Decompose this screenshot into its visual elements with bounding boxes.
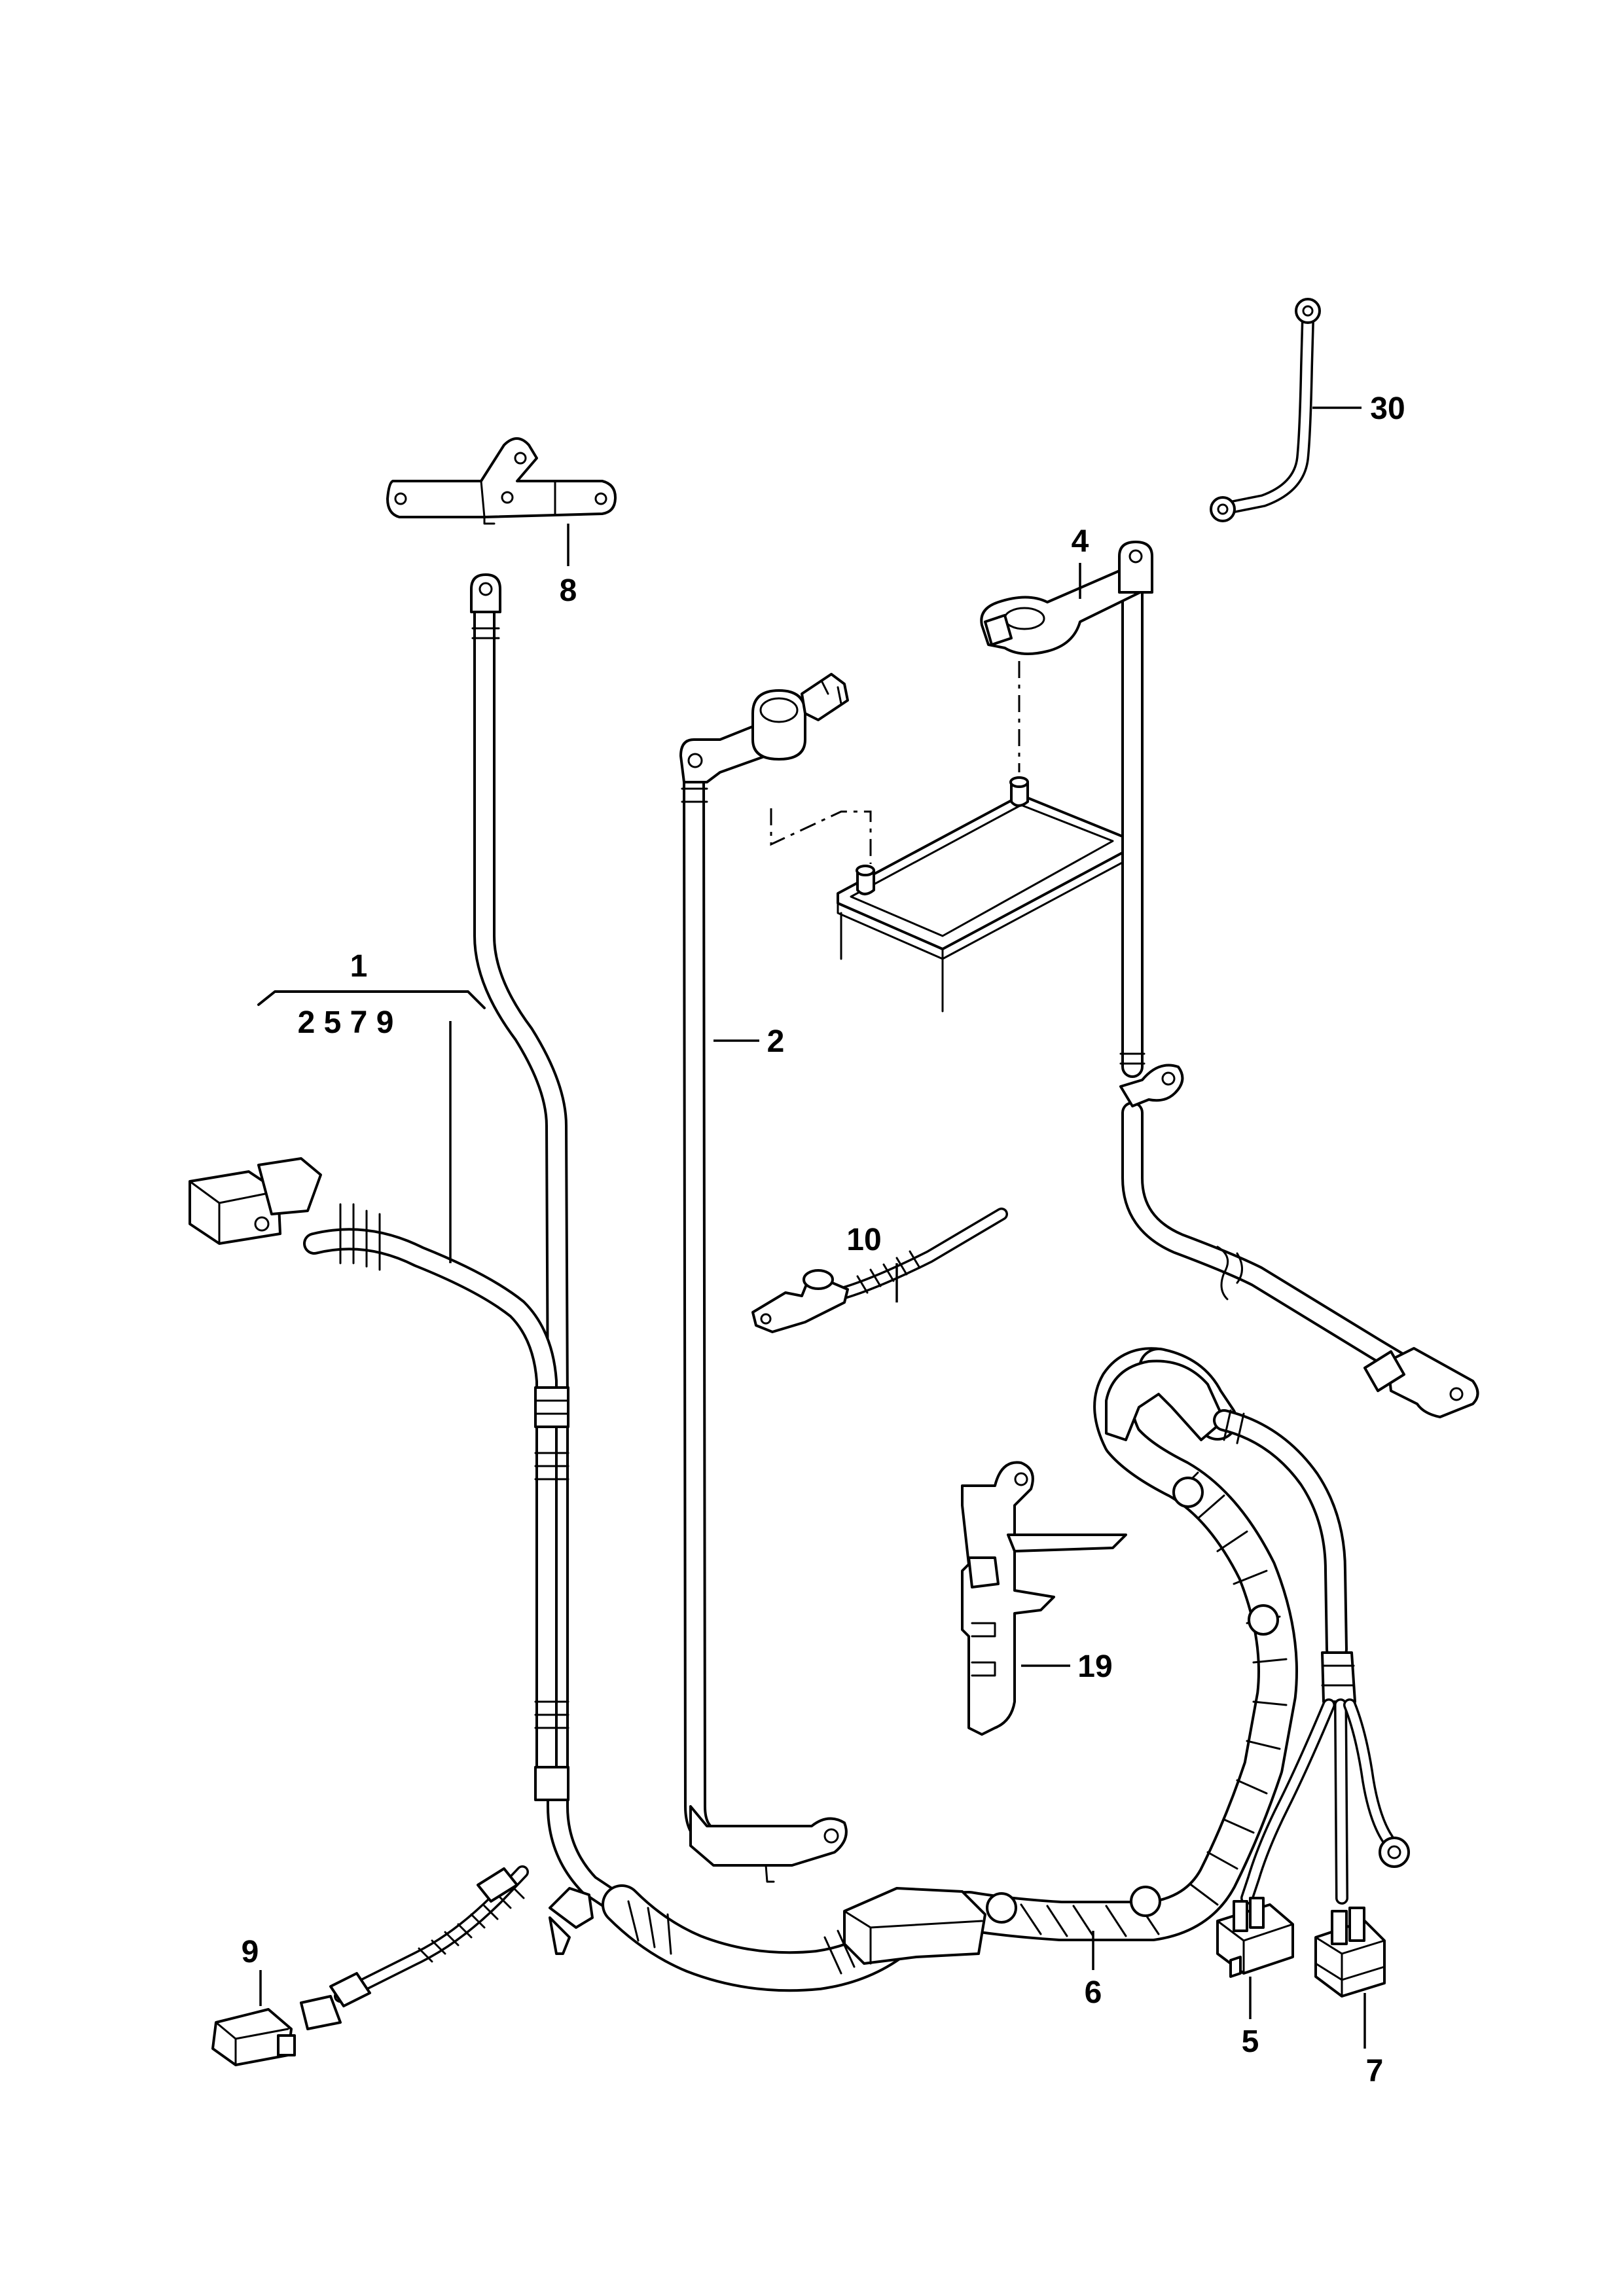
callout-2: 2 <box>767 1024 785 1059</box>
bracket-8 <box>386 437 617 525</box>
callout-8: 8 <box>560 573 577 608</box>
callout-5: 5 <box>1242 2024 1259 2059</box>
battery-cable-2 <box>679 673 849 1883</box>
branch-leads-5-7 <box>1216 1698 1410 1998</box>
connector-left <box>189 1157 381 1271</box>
main-cable-6 <box>549 1347 1356 1992</box>
locator-dash-2 <box>770 808 872 864</box>
callout-6: 6 <box>1085 1975 1102 2010</box>
callouts: 1 2 5 7 9 2 4 5 6 7 8 9 10 19 30 <box>242 391 1405 2089</box>
callout-9: 9 <box>242 1935 259 1969</box>
lead-9 <box>211 1865 529 2066</box>
main-harness-1 <box>189 573 640 1922</box>
ground-strap-30 <box>1210 298 1321 522</box>
leader-lines <box>259 406 1366 2049</box>
callout-7: 7 <box>1366 2054 1384 2089</box>
callout-30: 30 <box>1370 391 1405 426</box>
callout-1: 1 <box>350 949 368 984</box>
holder-bracket-19 <box>961 1461 1127 1736</box>
callout-19: 19 <box>1077 1649 1112 1684</box>
callout-10: 10 <box>846 1223 881 1257</box>
battery <box>837 776 1127 1013</box>
callout-1-subparts: 2 5 7 9 <box>298 1005 394 1040</box>
battery-cable-4 <box>980 541 1479 1418</box>
sensor-10 <box>751 1208 1008 1333</box>
callout-4: 4 <box>1072 524 1089 559</box>
